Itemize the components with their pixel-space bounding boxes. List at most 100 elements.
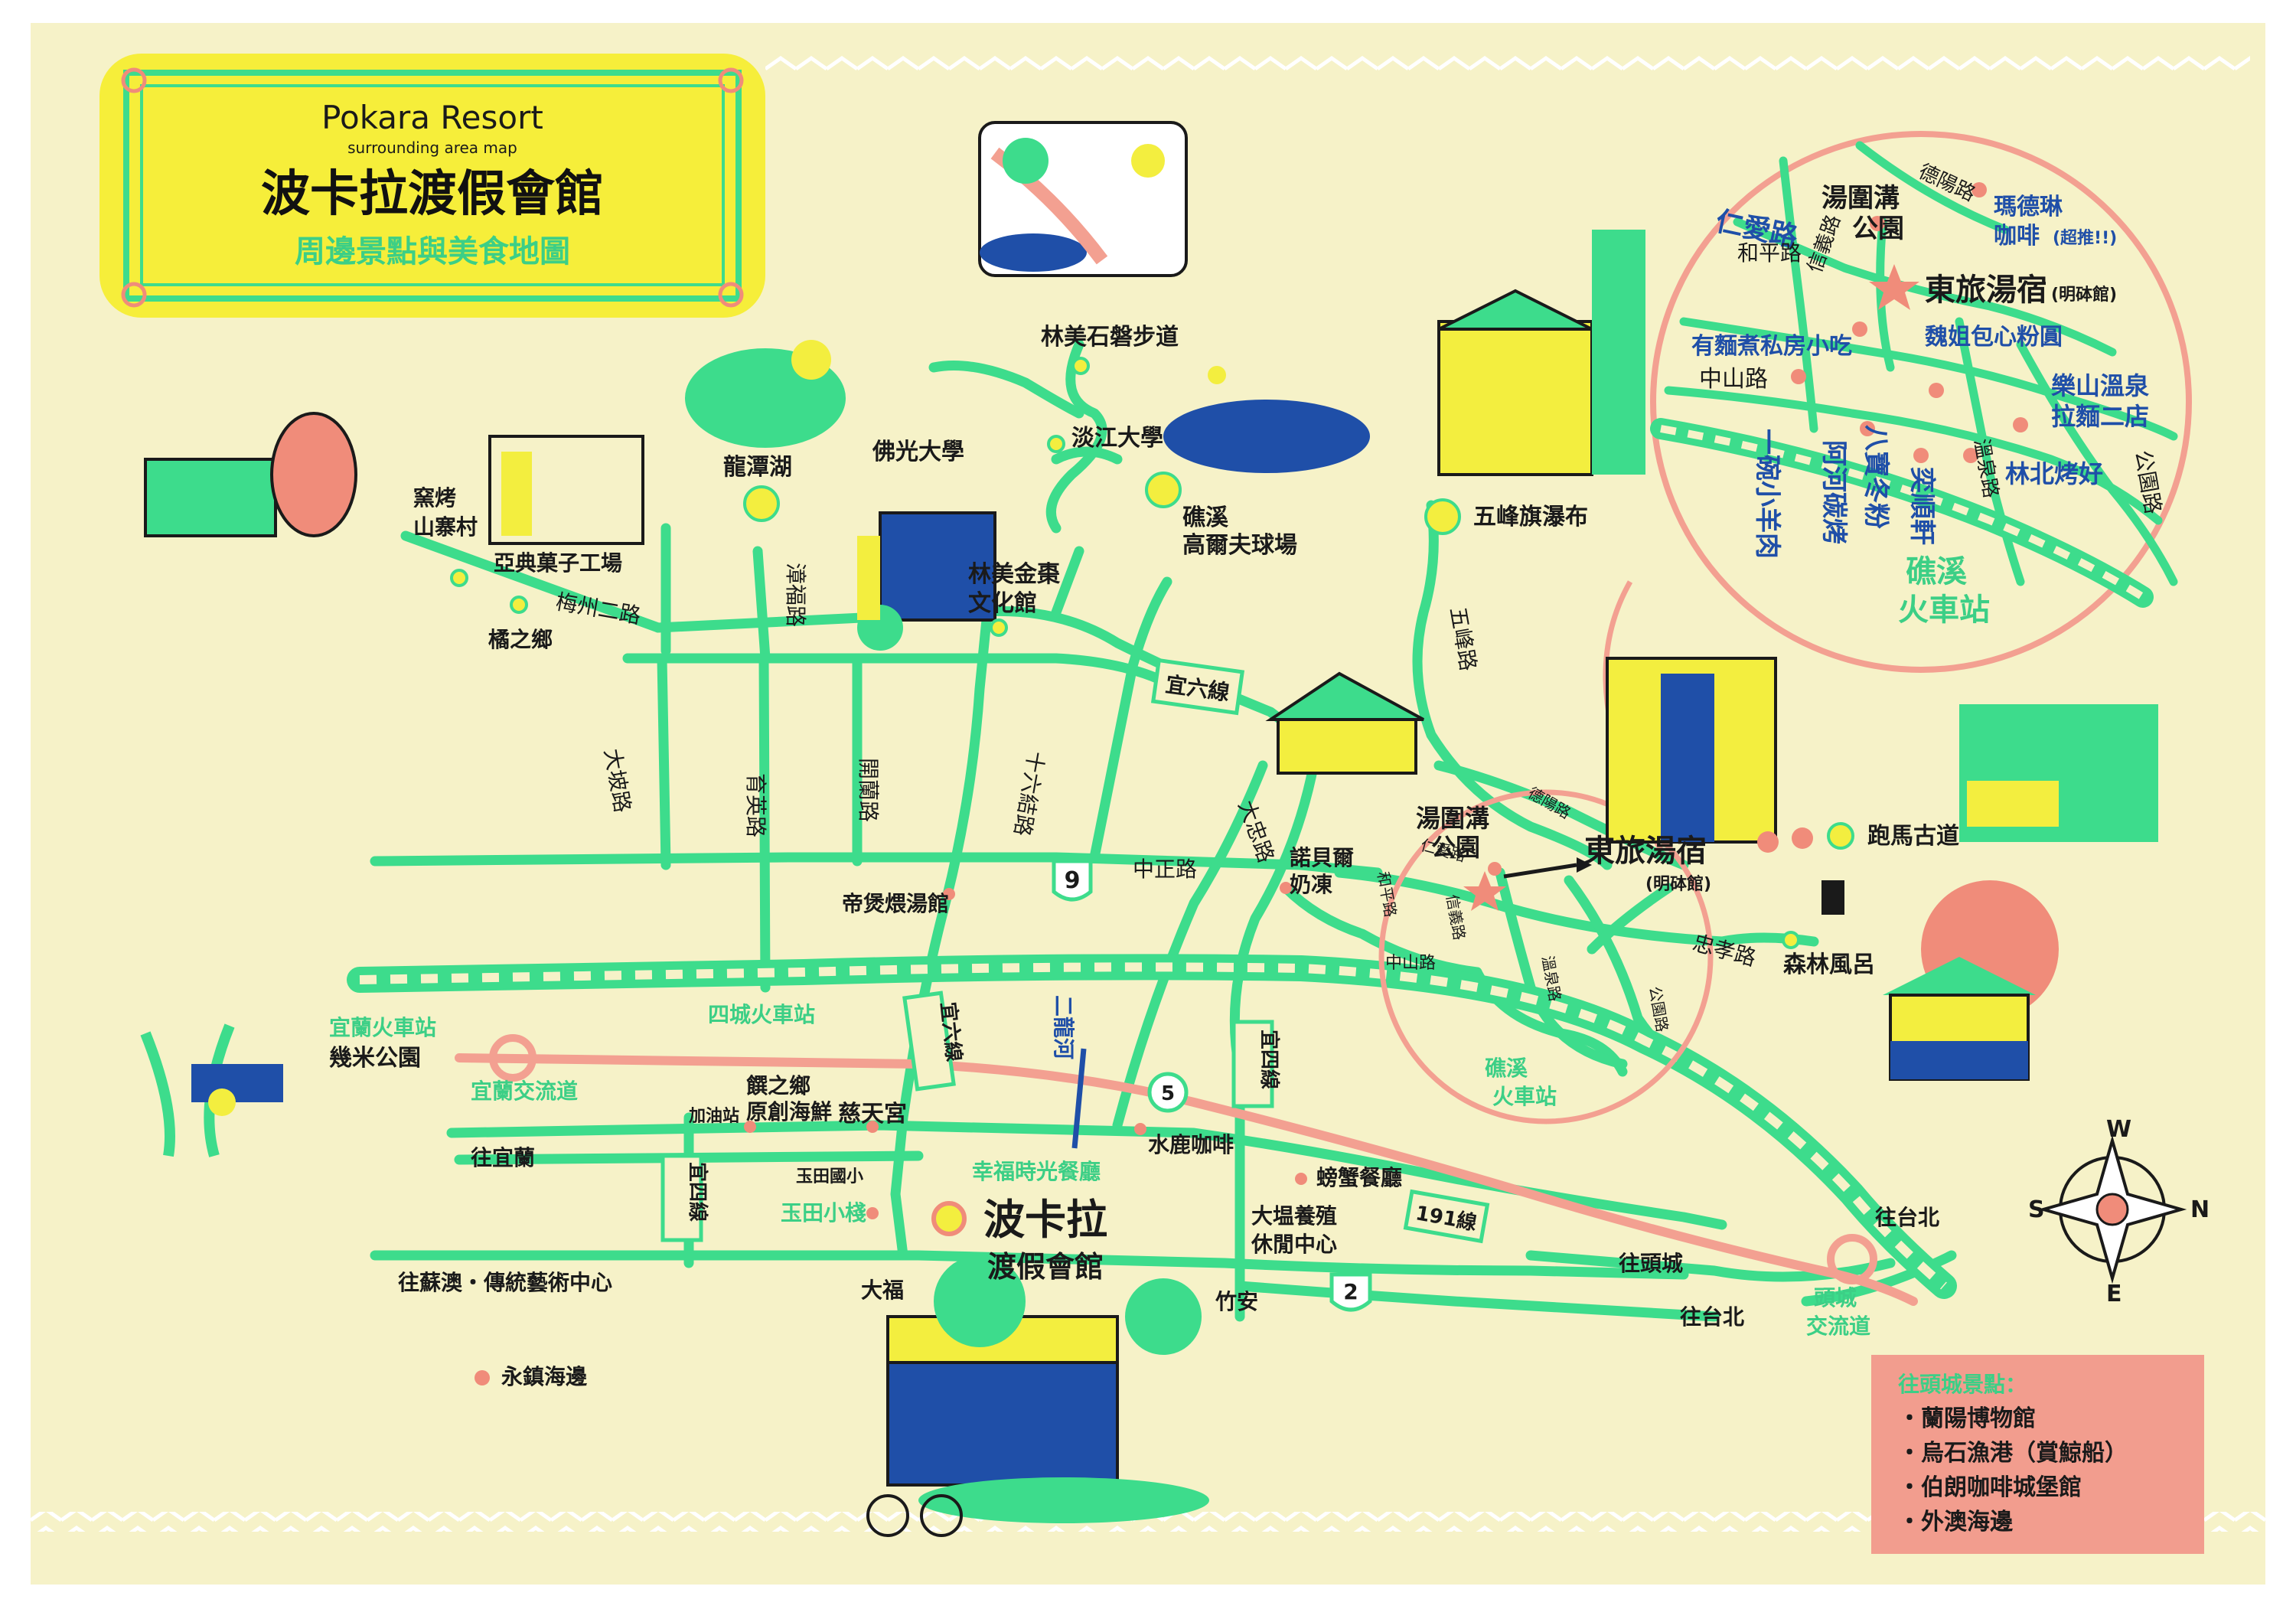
- route-2-label: 2: [1343, 1279, 1358, 1304]
- highway-5: [455, 1053, 1918, 1306]
- label-jiaoxi-station2: 火車站: [1492, 1084, 1557, 1109]
- inset-yueshan2: 拉麵二店: [2051, 402, 2149, 431]
- label-pokara2: 渡假會館: [987, 1250, 1104, 1284]
- toucheng-panel-item: ・伯朗咖啡城堡館: [1898, 1474, 2082, 1501]
- dongly-pointer-head: [1577, 857, 1592, 873]
- label-dongly-sub: (明砵館): [1645, 874, 1711, 894]
- illustration-pavilion-center: [1265, 671, 1424, 775]
- inset-road-heping-text: 和平路: [1737, 240, 1802, 266]
- label-longtan: 龍潭湖: [723, 454, 792, 481]
- label-candy-factory: 亞典菓子工場: [494, 550, 622, 576]
- toucheng-interchange-circle: [1827, 1234, 1877, 1284]
- zigzag-border-top: [765, 54, 2250, 73]
- label-dakeng-farm2: 休閒中心: [1251, 1232, 1337, 1257]
- label-toucheng-interchange2: 交流道: [1806, 1314, 1870, 1339]
- label-paoma-trail: 跑馬古道: [1867, 823, 1959, 850]
- illustration-forest-bath: [1883, 880, 2059, 1081]
- illustration-travelers: [1757, 827, 1844, 915]
- label-linmei-museum: 林美金棗: [968, 561, 1061, 588]
- inset-noodle: 有麵煮私房小吃: [1691, 333, 1852, 360]
- title-subtitle: 周邊景點與美食地圖: [295, 234, 570, 269]
- inset-madlin: 瑪德琳: [1994, 194, 2063, 220]
- illustration-jimmy-park: [140, 1023, 283, 1157]
- yilan-interchange-circle: [489, 1034, 536, 1082]
- railway: [347, 954, 1957, 1299]
- route-9-label: 9: [1065, 867, 1081, 894]
- label-dakeng-farm: 大塭養殖: [1251, 1203, 1337, 1229]
- label-kiln2: 山寨村: [413, 514, 478, 540]
- inset-madlin2: 咖啡: [1994, 223, 2040, 250]
- inset-weijie: 魏姐包心粉圓: [1925, 324, 2063, 351]
- label-yilan-interchange: 宜蘭交流道: [471, 1079, 578, 1104]
- illustration-longtan: [685, 340, 846, 448]
- inset-station: 礁溪: [1906, 554, 1967, 589]
- label-crab-restaurant: 螃蟹餐廳: [1316, 1165, 1402, 1190]
- illustration-night-lake: [1163, 366, 1370, 473]
- label-nobel-milk: 諾貝爾: [1290, 845, 1354, 870]
- illustration-pokara: [866, 1255, 1209, 1537]
- label-tangweigou-park2: 公園: [1431, 833, 1480, 862]
- label-shuilu-cafe: 水鹿咖啡: [1148, 1132, 1234, 1157]
- inset-lamb: 一碗小羊肉: [1752, 429, 1782, 559]
- title-badge: [99, 54, 765, 318]
- label-yutian-school: 玉田國小: [796, 1167, 863, 1186]
- label-linmei-trail: 林美石磐步道: [1041, 324, 1179, 351]
- toucheng-panel-item: ・烏石漁港（賞鯨船）: [1898, 1440, 2128, 1467]
- dongly-pointer: [1503, 863, 1577, 879]
- toucheng-panel-heading: 往頭城景點：: [1898, 1372, 2027, 1397]
- illustration-wufeng-pavilion: [1437, 230, 1645, 476]
- illustration-linmei-trail: [978, 121, 1188, 277]
- toucheng-panel-item: ・蘭陽博物館: [1898, 1405, 2036, 1432]
- label-kiln: 窯烤: [413, 485, 456, 511]
- title-english-sub: surrounding area map: [347, 139, 517, 157]
- label-dafu: 大福: [861, 1278, 904, 1303]
- label-jiaoxi-station: 礁溪: [1485, 1056, 1528, 1081]
- inset-yishun: 奕順軒: [1906, 467, 1937, 545]
- compass-s: S: [2028, 1196, 2045, 1223]
- road-box-yi4-left: [660, 1154, 703, 1242]
- road-label-yi4-left: 宜四線: [686, 1162, 709, 1222]
- compass-n: N: [2190, 1196, 2210, 1223]
- label-to-suao: 往蘇澳・傳統藝術中心: [398, 1270, 612, 1295]
- label-bingzhixiang2: 原創海鮮: [746, 1099, 832, 1124]
- label-linmei-museum2: 文化館: [968, 590, 1037, 617]
- inset-dongly: 東旅湯宿: [1925, 273, 2047, 308]
- road-label-yi4-right: 宜四線: [1257, 1030, 1281, 1089]
- inset-map: [1650, 131, 2192, 673]
- compass-w: W: [2106, 1116, 2131, 1143]
- label-jiaoxi-golf2: 高爾夫球場: [1182, 532, 1297, 559]
- label-to-taipei2: 往台北: [1680, 1304, 1744, 1330]
- inset-road-heping: 和平路: [1737, 240, 1802, 266]
- jiaoxi-zoom-circle: [1378, 789, 1714, 1124]
- label-jiaoxi-golf: 礁溪: [1182, 504, 1229, 531]
- road-box-191: 191線: [1403, 1189, 1490, 1244]
- label-sicheng-station: 四城火車站: [708, 1002, 815, 1027]
- label-to-yilan: 往宜蘭: [471, 1145, 535, 1170]
- title-english: Pokara Resort: [321, 99, 543, 136]
- inset-tangwei-park2: 公園: [1852, 214, 1904, 244]
- label-toucheng-interchange: 頭城: [1814, 1285, 1857, 1310]
- illustration-kiln-village: [144, 412, 644, 545]
- label-tamkang: 淡江大學: [1071, 425, 1163, 452]
- road-box-yi4-right: [1231, 1020, 1274, 1108]
- route-2-marker: 2: [1329, 1272, 1372, 1312]
- label-yutian-inn: 玉田小棧: [781, 1200, 866, 1226]
- road-label-zhangfu: 漳福路: [783, 563, 808, 627]
- illustration-dongly-building: [1606, 657, 1777, 844]
- inset-station2: 火車站: [1898, 592, 1990, 628]
- road-label-zhongshan: 中山路: [1385, 954, 1436, 973]
- route-5-marker: 5: [1147, 1072, 1189, 1113]
- label-foguang: 佛光大學: [872, 439, 964, 465]
- inset-yueshan: 樂山溫泉: [2051, 371, 2149, 400]
- illustration-linmei-museum: [857, 511, 996, 651]
- toucheng-panel-item: ・外澳海邊: [1898, 1509, 2014, 1536]
- inset-linbei: 林北烤好: [2005, 459, 2103, 488]
- illustration-paoma-trail: [1959, 704, 2158, 842]
- toucheng-panel: [1871, 1355, 2204, 1554]
- label-bingzhixiang: 饌之鄉: [746, 1073, 810, 1098]
- title-chinese: 波卡拉渡假會館: [261, 166, 604, 223]
- road-label-zhongzheng: 中正路: [1133, 857, 1197, 882]
- label-happy-restaurant: 幸福時光餐廳: [972, 1159, 1101, 1184]
- compass-rose: [2037, 1134, 2187, 1284]
